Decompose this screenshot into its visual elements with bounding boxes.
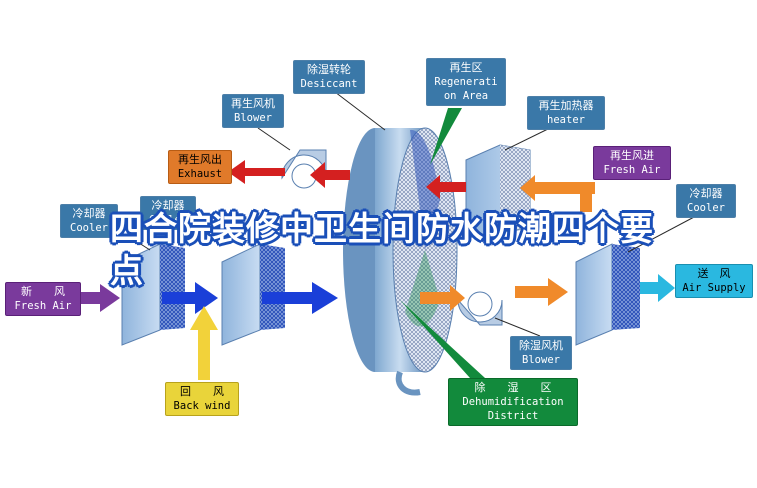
label-exhaust: 再生风出 Exhaust (168, 150, 232, 184)
label-regen-heater: 再生加热器 heater (527, 96, 605, 130)
arrow-cooler-to-wheel (262, 282, 338, 314)
arrow-exhaust (228, 160, 285, 184)
arrow-back-wind (190, 306, 218, 380)
label-cooler-left: 冷却器 Cooler (60, 204, 118, 238)
heater-unit (465, 144, 531, 239)
arrow-heater-to-wheel (426, 175, 466, 199)
label-dehumidification-district: 除 湿 区 Dehumidification District (448, 378, 578, 426)
regen-blower (281, 149, 327, 189)
label-cooler-right: 冷却器 Cooler (676, 184, 736, 218)
desiccant-wheel (343, 127, 458, 396)
label-regen-blower: 再生风机 Blower (222, 94, 284, 128)
label-cooler-middle: 冷却器 Cooler (140, 196, 196, 230)
label-back-wind: 回 风 Back wind (165, 382, 239, 416)
dehum-blower (457, 291, 503, 326)
arrow-air-supply (640, 274, 675, 302)
label-air-supply: 送 风 Air Supply (675, 264, 753, 298)
label-dehum-blower: 除湿风机 Blower (510, 336, 572, 370)
overlay-title: 四合院装修中卫生间防水防潮四个要点 (110, 209, 654, 290)
arrow-dehum-to-cooler (515, 278, 568, 306)
label-fresh-air-in: 新 风 Fresh Air (5, 282, 81, 316)
arrow-wheel-to-blower (310, 162, 350, 188)
cooler-unit-right (575, 243, 640, 346)
dehum-area-pointer (400, 300, 485, 378)
cooler-unit-left (121, 243, 185, 346)
arrow-wheel-to-dehum (420, 285, 465, 311)
label-regen-fresh-air: 再生风进 Fresh Air (593, 146, 671, 180)
label-regeneration-area: 再生区 Regenerati on Area (426, 58, 506, 106)
label-desiccant: 除湿转轮 Desiccant (293, 60, 365, 94)
leader-lines (127, 91, 697, 337)
arrow-fresh-air-regen (520, 175, 595, 212)
cooler-unit-middle (221, 243, 285, 346)
regen-area-pointer (430, 108, 462, 165)
arrow-fresh-air-in (78, 284, 120, 312)
